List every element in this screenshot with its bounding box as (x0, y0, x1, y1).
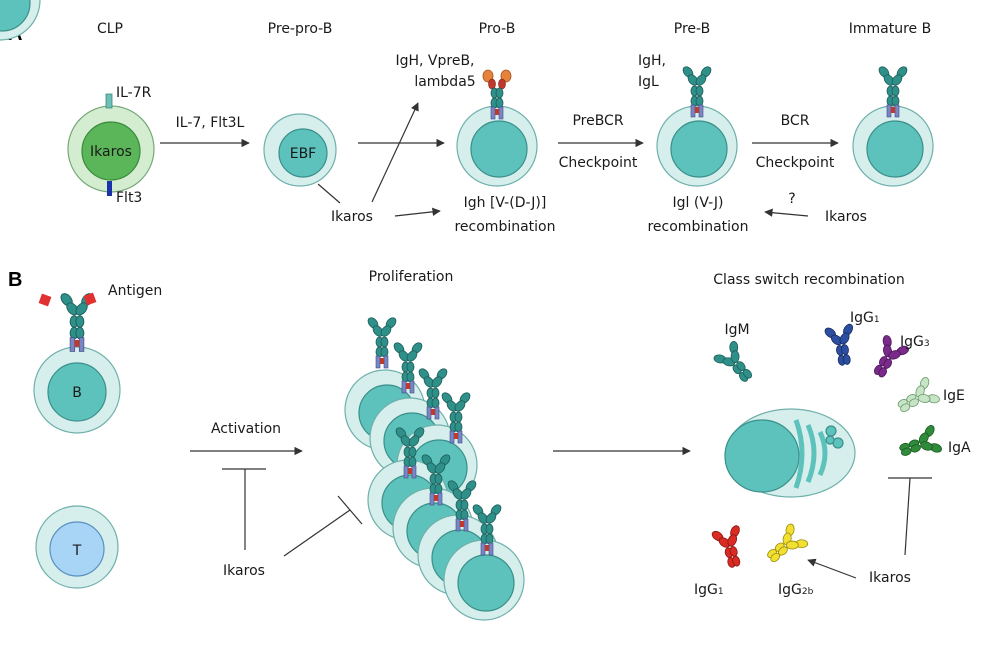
prob-receptor-line2: lambda5 (414, 74, 475, 90)
proliferation-label: Proliferation (369, 269, 454, 285)
antigen-label: Antigen (108, 283, 162, 299)
prob-receptor-line1: IgH, VpreB, (395, 53, 474, 69)
il7r-label: IL-7R (116, 85, 152, 101)
igg3-sub: 3 (924, 339, 930, 349)
igg3-label: IgG3 (900, 334, 930, 350)
igg2b-text: IgG (778, 582, 802, 598)
bcr-checkpoint-label: Checkpoint (756, 155, 835, 171)
panel-b-letter: B (8, 269, 22, 291)
igl-recomb-line2: recombination (647, 219, 748, 235)
igg1-bottom-label: IgG1 (694, 582, 724, 598)
ikaros-label-b1: Ikaros (223, 563, 265, 579)
igh-recomb-line1: Igh [V-(D-J)] (464, 195, 547, 211)
ikaros-label-a1: Ikaros (331, 209, 373, 225)
igg1-top-sub: 1 (874, 315, 880, 325)
igg1-top-antibody (821, 321, 862, 369)
ikaros-line-to-ebf (317, 183, 341, 204)
igg2b-label: IgG2b (778, 582, 814, 598)
igl-recomb-line1: Igl (V-J) (673, 195, 724, 211)
flt3-label: Flt3 (116, 190, 142, 206)
ikaros-label-b2: Ikaros (869, 570, 911, 586)
b-cell-label: B (72, 385, 82, 401)
igg1-bottom-text: IgG (694, 582, 718, 598)
stage-prepro-b: Pre-pro-B (268, 21, 333, 37)
il7r-receptor (105, 93, 113, 109)
t-cell-label: T (72, 543, 82, 559)
ikaros-arrow-to-igl (764, 208, 809, 217)
igm-antibody (709, 336, 762, 390)
ikaros-arrow-to-receptor (371, 102, 419, 203)
preb-receptor-line1: IgH, (638, 53, 666, 69)
igg3-text: IgG (900, 334, 924, 350)
igg1-bottom-sub: 1 (718, 587, 724, 597)
prepro-b-cell (263, 113, 337, 187)
plasma-cell (724, 408, 856, 498)
igm-label: IgM (724, 322, 749, 338)
preb-receptor-line2: IgL (638, 74, 659, 90)
igg1-bottom-antibody (708, 522, 751, 572)
inhibit-line-proliferation (283, 509, 351, 557)
stage-immature-b: Immature B (849, 21, 931, 37)
bcr-label: BCR (781, 113, 810, 129)
igg2b-sub: 2b (802, 587, 814, 597)
ikaros-label-a2: Ikaros (825, 209, 867, 225)
iga-label: IgA (948, 440, 971, 456)
ikaros-arrow-to-igh (394, 207, 441, 217)
stage-pre-b: Pre-B (674, 21, 710, 37)
flt3-receptor (107, 181, 112, 196)
prepro-nucleus-label: EBF (290, 146, 317, 162)
inhibit-line-csr (904, 477, 911, 556)
igg1-top-label: IgG1 (850, 310, 880, 326)
ikaros-arrow-to-igg (807, 558, 857, 579)
pre-b-cell (656, 65, 738, 187)
question-mark: ? (788, 191, 795, 207)
iga-antibody (894, 421, 946, 467)
igg1-top-text: IgG (850, 310, 874, 326)
stage-pro-b: Pro-B (479, 21, 516, 37)
ige-label: IgE (943, 388, 965, 404)
csr-label: Class switch recombination (713, 272, 904, 288)
pro-b-cell (456, 69, 538, 187)
clp-cell (67, 93, 155, 196)
clp-nucleus-label: Ikaros (90, 144, 132, 160)
prebcr-label: PreBCR (572, 113, 623, 129)
b-cell (33, 291, 121, 434)
inhibit-bar-proliferation (337, 495, 363, 525)
igg2b-antibody (759, 519, 813, 572)
immature-b-cell (852, 65, 934, 187)
ige-antibody (891, 373, 944, 423)
arrow-il7-label: IL-7, Flt3L (176, 115, 245, 131)
antigen-right (83, 292, 97, 306)
prebcr-checkpoint-label: Checkpoint (559, 155, 638, 171)
t-cell (35, 505, 119, 589)
stage-clp: CLP (97, 21, 123, 37)
igh-recomb-line2: recombination (454, 219, 555, 235)
activation-label: Activation (211, 421, 281, 437)
antigen-left (38, 293, 52, 307)
